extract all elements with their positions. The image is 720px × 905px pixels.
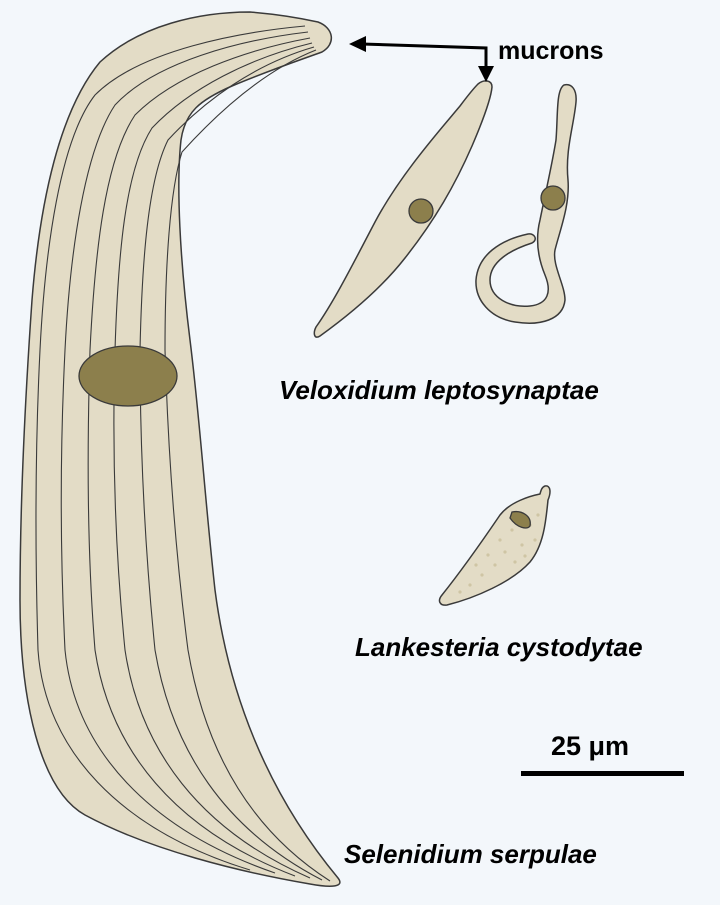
mucrons-label: mucrons <box>498 37 604 65</box>
veloxidium-label: Veloxidium leptosynaptae <box>279 375 599 405</box>
veloxidium-loop-body <box>475 83 577 324</box>
lankesteria-body <box>438 485 551 606</box>
veloxidium-straight-cell <box>313 80 493 338</box>
selenidium-stripe <box>35 25 306 871</box>
selenidium-body <box>19 11 341 887</box>
veloxidium-looped-cell <box>475 83 577 324</box>
lankesteria-cystodytae-cell <box>438 485 551 606</box>
selenidium-serpulae-cell <box>19 11 341 887</box>
lankesteria-label: Lankesteria cystodytae <box>355 632 643 662</box>
selenidium-nucleus <box>78 345 178 407</box>
arrowhead-down-icon <box>478 66 494 82</box>
arrowhead-left-icon <box>349 36 366 52</box>
scale-bar-label: 25 μm <box>551 731 630 761</box>
veloxidium-nucleus <box>408 198 434 224</box>
veloxidium-loop-nucleus <box>540 185 566 211</box>
selenidium-label: Selenidium serpulae <box>344 839 597 869</box>
veloxidium-body <box>313 80 493 338</box>
mucron-pointer <box>349 36 494 82</box>
lankesteria-nucleus <box>509 510 531 529</box>
pointer-line <box>361 42 488 68</box>
selenidium-stripe <box>60 31 309 874</box>
scale-bar <box>521 771 684 776</box>
